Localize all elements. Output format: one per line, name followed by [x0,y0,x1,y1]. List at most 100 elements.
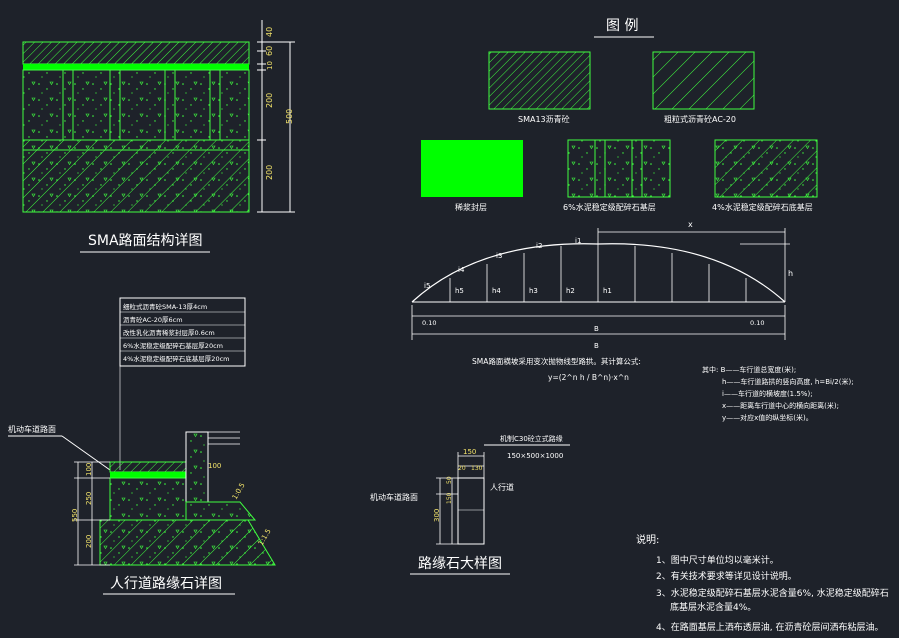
formula: y=(2^n h / B^n)·x^n [548,373,629,382]
curb-outline [457,477,485,545]
curb-dims [436,452,485,545]
crown-curve [411,243,786,303]
note-y: y——对应x值的纵坐标(米)。 [722,413,813,422]
layer-note-box [119,297,246,367]
sidewalk-dims [74,461,110,566]
note-x: x——距离车行道中心的横向距离(米); [722,401,839,410]
legend-label-subbase: 4%水泥稳定级配碎石底基层 [712,202,813,212]
dim-500: 500 [285,109,294,124]
edge-left-label: 0.10 [422,319,436,327]
camber-diagram: x h B B i1 i2 i3 i4 i5 h5 h4 h3 h2 h1 0.… [411,220,854,422]
i3-label: i3 [496,252,502,260]
curb-large-detail: 150 20 130 50 150 300 机制C30砼立式路缘 150×500… [370,434,570,575]
sw-dim-100: 100 [85,463,93,476]
curb-size: 150×500×1000 [507,452,563,460]
base-joints [23,70,249,151]
i4-label: i4 [458,266,465,274]
note-i: i——车行道的横坡度(1.5%); [722,389,813,398]
layer-note-1: 细粒式沥青砼SMA-13厚4cm [123,302,207,311]
road-surface-label: 机动车道路面 [8,424,56,434]
layer-note-5: 4%水泥稳定级配碎石底基层厚20cm [123,354,230,363]
crown-dims [411,228,790,340]
legend-label-base: 6%水泥稳定级配碎石基层 [563,202,656,212]
h5-label: h5 [455,287,464,295]
subbase-dots [23,140,249,212]
sma-layer [22,41,250,65]
remarks-title: 说明: [636,533,659,546]
sidewalk-seal [110,472,186,478]
legend-swatch-ac20 [652,51,755,110]
crown-ordinates [449,244,747,302]
road-leader [61,435,111,471]
h4-label: h4 [492,287,501,295]
dim-10: 10 [266,61,274,70]
dim-40: 40 [265,27,274,37]
camber-b-label: B [594,325,599,333]
dim-60: 60 [265,46,274,56]
curb-spec: 机制C30砼立式路缘 [500,434,563,443]
i1-label: i1 [575,237,581,245]
sma-structure-detail: 40 60 10 200 200 500 SMA路面结构详图 [22,20,295,253]
legend-title: 图 例 [606,18,638,34]
seal-layer [23,64,249,70]
curb-foundation [185,501,257,521]
camber-x-label: x [688,220,693,229]
edge-right-label: 0.10 [750,319,764,327]
dim-200a: 200 [265,93,274,108]
curb-dim-300: 300 [433,509,441,522]
legend-label-ac20: 粗粒式沥青砼AC-20 [664,114,736,124]
formula-caption: SMA路面横坡采用变次抛物线型路拱。其计算公式: [472,356,641,366]
sidewalk-base [109,477,187,521]
remarks: 说明: 1、图中尺寸单位均以毫米计。 2、有关技术要求等详见设计说明。 3、水泥… [636,533,889,633]
legend-label-sma: SMA13沥青砼 [518,114,570,124]
sidewalk-detail-title: 人行道路缘石详图 [110,576,222,592]
sw-dim-550: 550 [71,509,79,522]
remark-2: 2、有关技术要求等详见设计说明。 [656,570,797,582]
layer-note-2: 沥青砼AC-20厚6cm [123,315,183,324]
layer-note-lines [119,311,245,470]
remark-3b: 底基层水泥含量4%。 [670,601,756,613]
curb-dim-20: 20 [458,465,466,472]
legend-swatch-seal [421,140,523,197]
legend-swatch-base [567,139,671,198]
i2-label: i2 [536,242,542,250]
curb-dim-150-side: 150 [446,492,453,504]
sw-dim-200: 200 [85,535,93,548]
curb-dim-50: 50 [446,476,453,484]
base-layer [22,69,250,141]
h2-label: h2 [566,287,575,295]
remark-4: 4、在路面基层上洒布透层油, 在沥青砼层间洒布粘层油。 [656,621,883,633]
sma-dim-lines [257,20,295,213]
h3-label: h3 [529,287,538,295]
remark-1: 1、图中尺寸单位均以毫米计。 [656,554,779,566]
note-h: h——车行道路拱的竖向高度, h=Bi/2(米); [722,377,854,386]
h1-label: h1 [603,287,612,295]
curb-stone [185,431,209,503]
legend: 图 例 SMA13沥青砼 粗粒式沥青砼AC-20 稀浆封层 6%水泥稳定级配碎石… [421,18,818,212]
camber-h-label: h [788,269,793,278]
curb-detail-title: 路缘石大样图 [418,556,502,572]
curb-slope-lines [208,431,240,445]
legend-swatch-sma [488,51,591,110]
curb-dim-100: 100 [208,462,221,470]
sidewalk-subbase-dots [100,520,275,565]
layer-note-4: 6%水泥稳定级配碎石基层厚20cm [123,341,223,350]
dim-200b: 200 [265,165,274,180]
sma-detail-title: SMA路面结构详图 [88,233,203,249]
sidewalk-sma [109,461,187,473]
curb-dim-150: 150 [463,448,476,456]
legend-base-joints [594,140,643,197]
i5-label: i5 [424,282,430,290]
legend-swatch-subbase-dots [715,140,817,197]
curb-road-label: 机动车道路面 [370,492,418,502]
sw-dim-250: 250 [85,492,93,505]
sidewalk-curb-detail: 细粒式沥青砼SMA-13厚4cm 沥青砼AC-20厚6cm 改性乳化沥青稀浆封层… [8,297,276,595]
remark-3: 3、水泥稳定级配碎石基层水泥含量6%, 水泥稳定级配碎石 [656,587,889,599]
slope-label-2: 1:1.5 [257,527,273,547]
curb-dim-130: 130 [471,465,483,472]
slope-label-1: 1:0.5 [231,481,247,501]
layer-note-3: 改性乳化沥青稀浆封层厚0.6cm [123,328,215,337]
note-b: 其中: B——车行道总宽度(米); [702,365,796,374]
curb-walk-label: 人行道 [490,482,514,492]
